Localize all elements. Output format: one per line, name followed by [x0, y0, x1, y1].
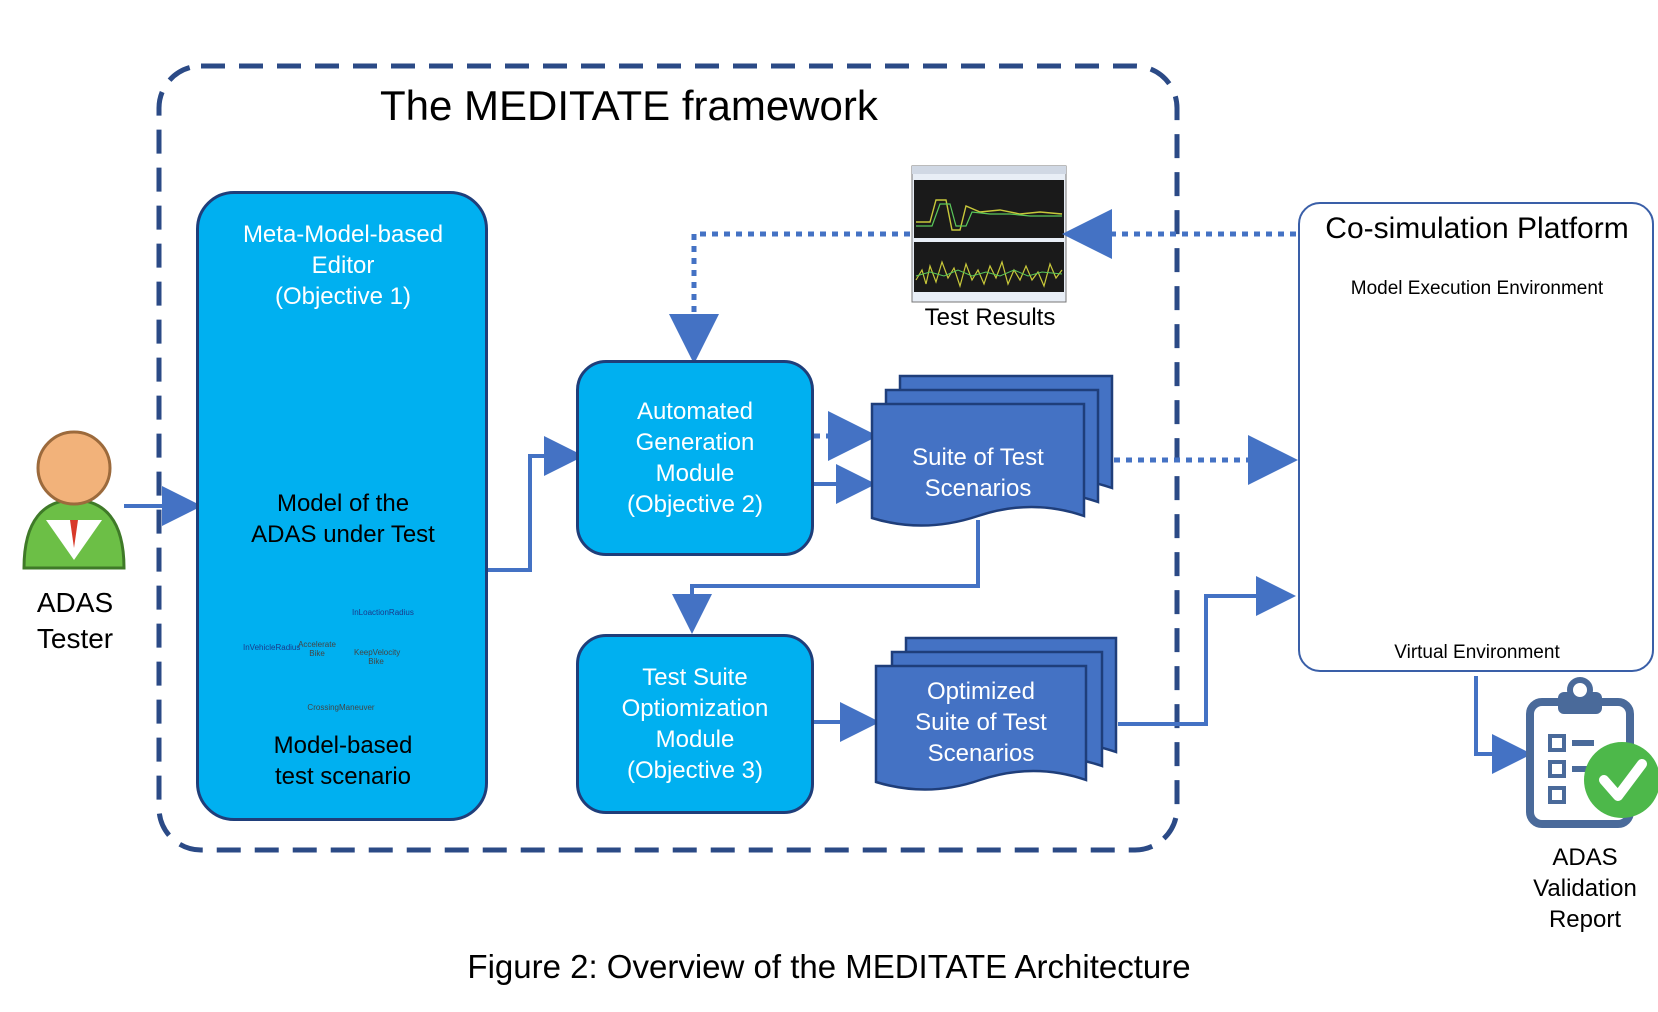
- generation-module-line1: Automated: [636, 398, 754, 425]
- editor-title-line3: (Objective 1): [274, 283, 412, 310]
- arrow-suite-to-optimization: [672, 520, 980, 634]
- test-results-screenshot: [911, 165, 1067, 303]
- optimized-documents: [874, 636, 1118, 791]
- generation-module-line4: (Objective 2): [626, 491, 764, 518]
- optimized-suite-label: Optimized Suite of Test Scenarios: [876, 676, 1086, 769]
- editor-title-line2: Editor: [311, 252, 375, 279]
- scenario-footer-label: CrossingManeuver: [307, 703, 375, 712]
- tester-label-line1: ADAS: [36, 587, 114, 618]
- suite-documents: [870, 374, 1114, 527]
- suite-label: Suite of Test Scenarios: [872, 442, 1084, 504]
- scenario-block-label-accelerate-bike: Accelerate Bike: [298, 640, 336, 658]
- report-label-line2: Validation: [1533, 875, 1637, 902]
- scenario-model-label-line1: Model-based: [273, 732, 413, 759]
- generation-module-line2: Generation: [635, 429, 755, 456]
- scenario-model-label: Model-based test scenario: [205, 730, 481, 792]
- suite-label-line2: Scenarios: [924, 475, 1032, 502]
- scenario-block-label-keepvelocity-bike: KeepVelocity Bike: [354, 648, 401, 666]
- adas-model-label-line2: ADAS under Test: [251, 521, 435, 548]
- scenario-block-label-inlocationradius: InLoactionRadius: [352, 608, 414, 617]
- optimized-suite-label-line3: Scenarios: [927, 740, 1035, 767]
- optimization-module-line4: (Objective 3): [626, 757, 764, 784]
- tester-label-line2: Tester: [36, 623, 114, 654]
- suite-label-line1: Suite of Test: [912, 444, 1044, 471]
- generation-module-line3: Module: [655, 460, 735, 487]
- arrow-editor-to-generation: [488, 436, 584, 572]
- editor-box: [196, 191, 488, 821]
- validation-report-icon: [1526, 677, 1658, 828]
- arrow-optimized-to-cosim: [1118, 576, 1296, 726]
- virtual-environment-label: Virtual Environment: [1394, 642, 1560, 663]
- optimized-suite-label-line2: Suite of Test: [915, 709, 1047, 736]
- adas-model-label: Model of the ADAS under Test: [205, 488, 481, 550]
- report-label: ADAS Validation Report: [1510, 842, 1658, 935]
- adas-model-label-line1: Model of the: [276, 490, 410, 517]
- cosim-title: Co-simulation Platform: [1325, 212, 1629, 245]
- arrow-results-to-generation: [669, 231, 910, 364]
- tester-person-icon: [22, 430, 126, 570]
- report-label-line1: ADAS: [1552, 844, 1618, 871]
- figure-caption: Figure 2: Overview of the MEDITATE Archi…: [467, 948, 1191, 985]
- tester-label: ADAS Tester: [10, 585, 140, 657]
- editor-title-line1: Meta-Model-based: [242, 221, 444, 248]
- scenario-model-label-line2: test scenario: [274, 763, 412, 790]
- optimization-module-line1: Test Suite: [642, 664, 748, 691]
- arrow-cosim-to-report: [1474, 676, 1532, 774]
- model-execution-label: Model Execution Environment: [1350, 278, 1604, 299]
- cosim-platform-box: [1298, 202, 1654, 672]
- optimized-suite-label-line1: Optimized: [926, 678, 1036, 705]
- optimization-module-line3: Module: [655, 726, 735, 753]
- optimization-module-line2: Optiomization: [621, 695, 769, 722]
- report-label-line3: Report: [1548, 906, 1622, 933]
- framework-title: The MEDITATE framework: [380, 82, 878, 129]
- optimization-module: Test Suite Optiomization Module (Objecti…: [576, 634, 814, 814]
- test-results-label: Test Results: [924, 304, 1056, 331]
- scenario-block-label-invehicleradius: InVehicleRadius: [243, 643, 301, 652]
- editor-title: Meta-Model-based Editor (Objective 1): [205, 219, 481, 312]
- generation-module: Automated Generation Module (Objective 2…: [576, 360, 814, 556]
